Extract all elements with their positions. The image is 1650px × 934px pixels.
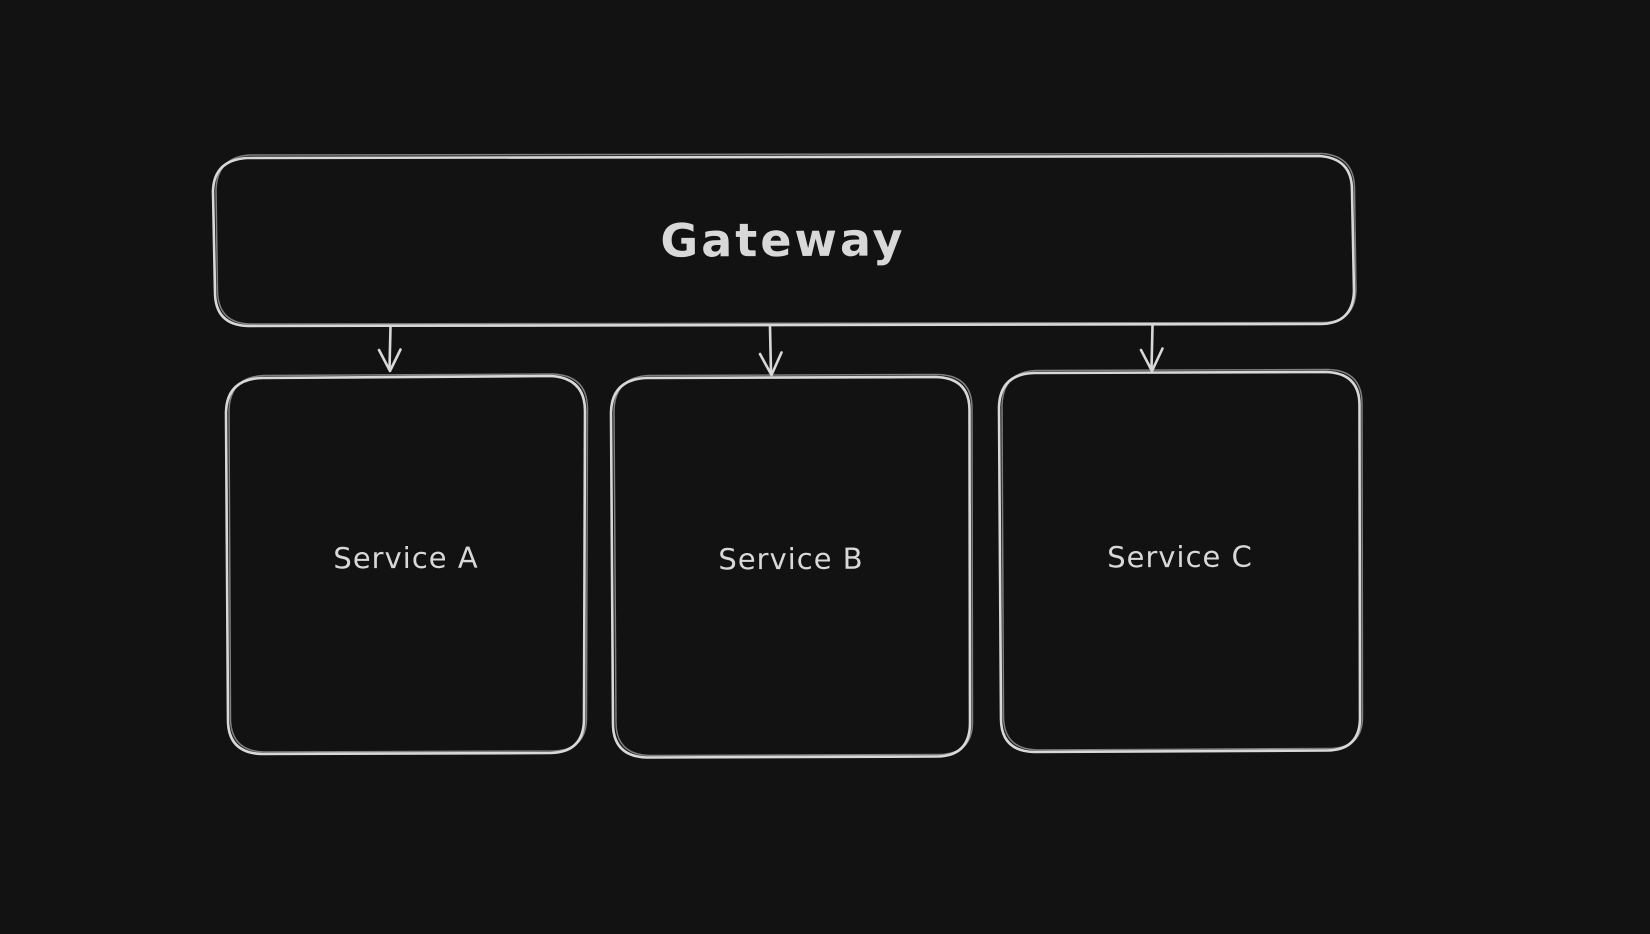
service-a-node-shape[interactable] xyxy=(224,373,589,756)
arrow-gateway-to-service-c[interactable] xyxy=(1139,324,1164,373)
arrow-gateway-to-service-b[interactable] xyxy=(758,325,783,377)
service-b-node-shape[interactable] xyxy=(609,373,974,759)
gateway-node-shape[interactable] xyxy=(211,152,1357,328)
arrow-gateway-to-service-a[interactable] xyxy=(377,325,402,373)
service-c-node-shape[interactable] xyxy=(997,368,1364,754)
